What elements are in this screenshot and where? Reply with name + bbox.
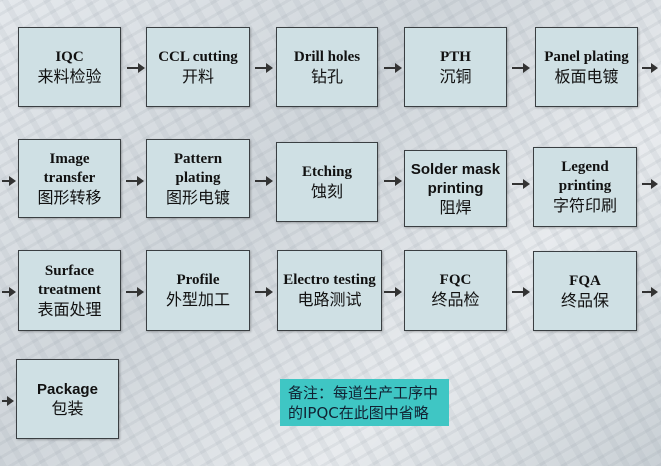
- flow-arrow-icon: [384, 287, 402, 297]
- step-label-zh: 电路测试: [297, 290, 362, 309]
- flow-arrow-icon: [384, 63, 402, 73]
- step-label-en: Legend printing: [558, 159, 612, 194]
- step-label-en: Pattern plating: [173, 150, 223, 186]
- flow-arrow-icon: [2, 287, 16, 297]
- step-label-zh: 钻孔: [310, 66, 343, 86]
- step-label-zh: 终品检: [431, 290, 480, 309]
- flow-arrow-icon: [126, 176, 144, 186]
- note-line-1: 备注：每道生产工序中: [288, 384, 439, 402]
- process-step-12: Profile 外型加工: [146, 250, 250, 331]
- step-label-zh: 字符印刷: [552, 196, 617, 215]
- flow-arrow-icon: [2, 396, 14, 406]
- note-box: 备注：每道生产工序中 的IPQC在此图中省略: [280, 379, 449, 426]
- flow-arrow-icon: [512, 63, 530, 73]
- flow-arrow-icon: [255, 63, 273, 73]
- step-label-en: Electro testing: [283, 272, 376, 288]
- flow-arrow-icon: [384, 176, 402, 186]
- flow-arrow-icon: [2, 176, 16, 186]
- step-label-en: Image transfer: [43, 150, 96, 186]
- flow-arrow-icon: [512, 287, 530, 297]
- step-label-zh: 开料: [181, 66, 214, 86]
- step-label-en: CCL cutting: [158, 48, 238, 65]
- step-label-en: Surface treatment: [37, 262, 102, 298]
- step-label-en: FQC: [439, 272, 472, 288]
- flow-arrow-icon: [642, 63, 658, 73]
- step-label-zh: 蚀刻: [310, 181, 343, 201]
- step-label-en: Package: [37, 380, 98, 398]
- step-label-zh: 外型加工: [165, 290, 230, 309]
- process-step-10: Legend printing 字符印刷: [533, 147, 637, 227]
- flow-arrow-icon: [255, 287, 273, 297]
- step-label-en: Solder mask printing: [410, 160, 501, 197]
- flow-arrow-icon: [642, 179, 658, 189]
- flow-arrow-icon: [512, 179, 530, 189]
- step-label-zh: 沉铜: [439, 66, 472, 86]
- step-label-zh: 阻焊: [439, 197, 472, 217]
- step-label-en: IQC: [55, 48, 84, 65]
- step-label-en: Profile: [176, 272, 220, 288]
- step-label-en: FQA: [569, 272, 601, 289]
- step-label-zh: 来料检验: [37, 66, 102, 86]
- flow-arrow-icon: [642, 287, 658, 297]
- step-label-en: Etching: [301, 163, 352, 180]
- step-label-zh: 图形转移: [37, 187, 102, 207]
- process-step-14: FQC 终品检: [404, 250, 507, 331]
- note-line-2: 的IPQC在此图中省略: [288, 404, 429, 422]
- step-label-en: Drill holes: [293, 48, 361, 65]
- step-label-zh: 图形电镀: [165, 187, 230, 207]
- process-step-13: Electro testing 电路测试: [277, 250, 382, 331]
- flow-arrow-icon: [126, 287, 144, 297]
- flow-arrow-icon: [127, 63, 145, 73]
- flow-arrow-icon: [255, 176, 273, 186]
- step-label-zh: 表面处理: [37, 299, 102, 319]
- step-label-zh: 板面电镀: [554, 66, 619, 86]
- step-label-zh: 终品保: [560, 290, 609, 310]
- step-label-zh: 包装: [51, 398, 84, 418]
- step-label-en: PTH: [440, 48, 471, 65]
- step-label-en: Panel plating: [544, 48, 629, 65]
